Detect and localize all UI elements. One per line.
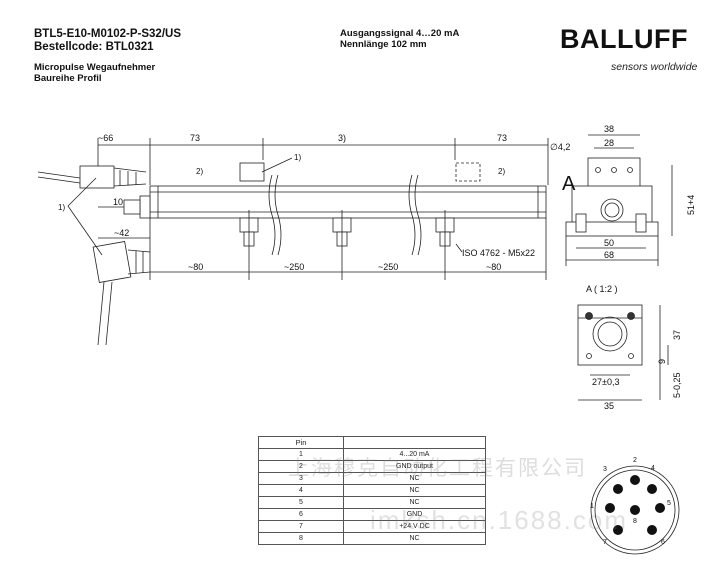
header-block: BTL5-E10-M0102-P-S32/US Bestellcode: BTL… bbox=[34, 28, 181, 54]
note-2-right: 2) bbox=[498, 167, 505, 176]
connector-straight bbox=[79, 165, 115, 189]
brand-tagline: sensors worldwide bbox=[611, 61, 698, 73]
connector-angled bbox=[92, 241, 132, 283]
mounting-clamp-3 bbox=[435, 210, 455, 250]
dim-10: 10 bbox=[113, 197, 123, 207]
nominal-length: Nennlänge 102 mm bbox=[340, 39, 427, 50]
note-1-left: 1) bbox=[58, 203, 65, 212]
pin-contacts bbox=[605, 475, 665, 535]
break-mark-right bbox=[408, 174, 416, 256]
brand-logo: BALLUFF bbox=[560, 24, 688, 54]
pin-number-3: 1 bbox=[590, 503, 594, 510]
cable-straight bbox=[37, 171, 81, 179]
pin-table-header: Pin bbox=[258, 436, 486, 449]
magnet-right bbox=[455, 162, 481, 182]
product-description: Micropulse Wegaufnehmer Baureihe Profil bbox=[34, 62, 155, 84]
pin-number-2: 3 bbox=[603, 466, 607, 473]
pin-header: Pin bbox=[258, 436, 344, 449]
note-2-left: 2) bbox=[196, 167, 203, 176]
break-mark-left bbox=[268, 174, 276, 256]
watermark-url: imksh.cn.1688.com bbox=[370, 505, 628, 535]
side-view-connector bbox=[600, 198, 624, 222]
table-row: 7+24 V DC bbox=[258, 520, 486, 533]
watermark-company: 上海穆克自动化工程有限公司 bbox=[288, 456, 587, 480]
product-series: Baureihe Profil bbox=[34, 73, 102, 84]
view-dim-37: 37 bbox=[672, 330, 682, 340]
side-dim-50: 50 bbox=[604, 238, 614, 248]
order-code: Bestellcode: BTL0321 bbox=[34, 41, 154, 53]
pin-number-8: 8 bbox=[633, 518, 637, 525]
view-dim-9: 9 bbox=[657, 359, 667, 364]
signal-block: Ausgangssignal 4…20 mA Nennlänge 102 mm bbox=[340, 28, 459, 50]
output-signal: Ausgangssignal 4…20 mA bbox=[340, 28, 460, 39]
side-dim-51: 51+4 bbox=[686, 195, 696, 215]
mounting-clamp-1 bbox=[239, 210, 259, 250]
side-dim-28: 28 bbox=[604, 138, 614, 148]
pin-number-6: 6 bbox=[661, 539, 665, 546]
view-a-connector bbox=[592, 316, 628, 352]
dim-42: ~42 bbox=[114, 228, 129, 238]
pin-number-4: 4 bbox=[651, 465, 655, 472]
sensor-body bbox=[149, 185, 547, 219]
view-a-title: A ( 1:2 ) bbox=[586, 284, 618, 294]
view-dim-5: 5-0,25 bbox=[672, 372, 682, 398]
product-type: Micropulse Wegaufnehmer bbox=[34, 62, 156, 73]
dim-left: 73 bbox=[190, 133, 200, 143]
mounting-clamp-2 bbox=[332, 210, 352, 250]
dim-right: 73 bbox=[497, 133, 507, 143]
dim-connector-length: ~66 bbox=[98, 133, 113, 143]
magnet-left bbox=[239, 162, 265, 182]
side-view-label-a: A bbox=[562, 173, 576, 195]
side-dim-68: 68 bbox=[604, 250, 614, 260]
pin-number-7: 7 bbox=[603, 539, 607, 546]
note-1-top: 1) bbox=[294, 153, 301, 162]
model-number: BTL5-E10-M0102-P-S32/US bbox=[34, 28, 181, 40]
dim-80-left: ~80 bbox=[188, 262, 203, 272]
pin-diagram bbox=[590, 465, 680, 555]
dim-middle: 3) bbox=[338, 133, 346, 143]
cable-angled bbox=[97, 281, 105, 346]
side-dim-38: 38 bbox=[604, 124, 614, 134]
view-dim-35: 35 bbox=[604, 401, 614, 411]
side-view-flange bbox=[587, 157, 641, 189]
pin-number-5: 5 bbox=[667, 500, 671, 507]
view-dim-27: 27±0,3 bbox=[592, 377, 619, 387]
side-hole-dim: ∅4,2 bbox=[550, 142, 570, 152]
dim-250-a: ~250 bbox=[284, 262, 304, 272]
iso-label: ISO 4762 - M5x22 bbox=[462, 248, 535, 258]
dim-80-right: ~80 bbox=[486, 262, 501, 272]
pin-number-1: 2 bbox=[633, 457, 637, 464]
dim-250-b: ~250 bbox=[378, 262, 398, 272]
